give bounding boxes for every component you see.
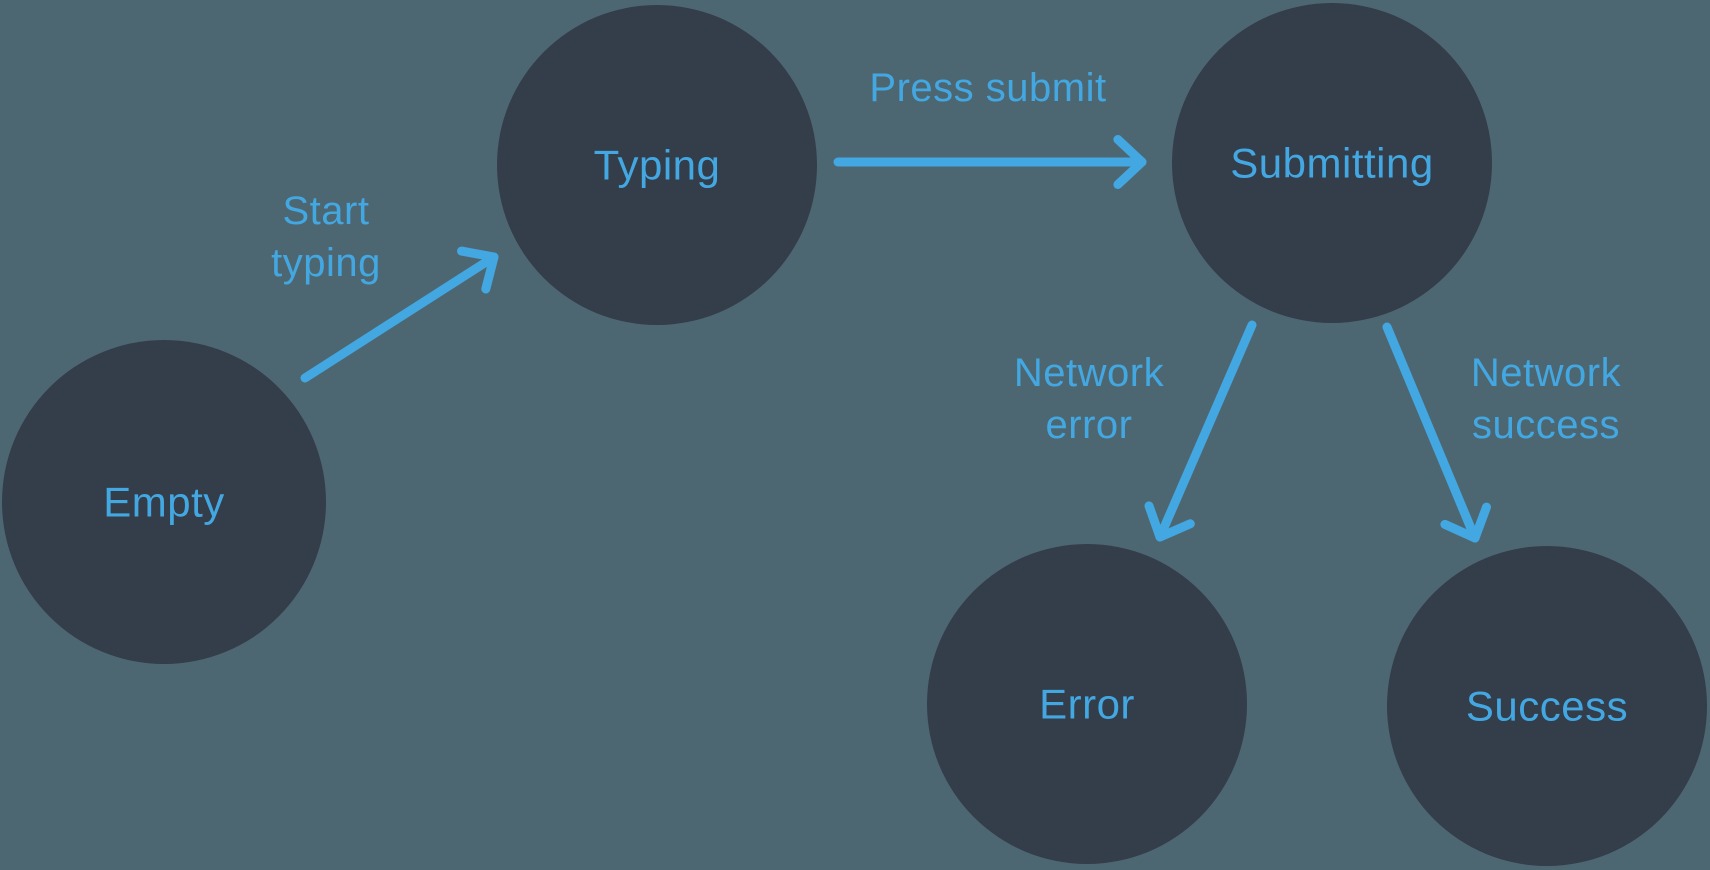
state-node-label-error: Error <box>1039 681 1135 728</box>
state-node-submitting: Submitting <box>1172 3 1492 323</box>
state-node-label-typing: Typing <box>594 142 721 189</box>
transition-label-start-typing-line1: Start <box>283 189 370 233</box>
state-node-error: Error <box>927 544 1247 864</box>
transition-label-start-typing-line2: typing <box>271 241 381 285</box>
state-node-label-submitting: Submitting <box>1230 140 1433 187</box>
state-node-success: Success <box>1387 546 1707 866</box>
state-node-typing: Typing <box>497 5 817 325</box>
state-node-circle-success <box>1387 546 1707 866</box>
transition-network-error: Network error <box>1014 320 1257 542</box>
state-node-circle-empty <box>2 340 326 664</box>
transition-label-network-success-line1: Network <box>1471 351 1622 395</box>
transition-arrowhead-network-success <box>1440 502 1491 543</box>
state-node-label-empty: Empty <box>103 479 225 526</box>
state-node-label-success: Success <box>1466 683 1628 730</box>
transition-arrowhead-start-typing <box>457 246 499 294</box>
transition-arrow-network-error <box>1155 320 1257 542</box>
transition-label-network-success-line2: success <box>1472 403 1620 447</box>
transition-label-press-submit-line1: Press submit <box>869 66 1106 110</box>
transition-label-network-error-line1: Network <box>1014 351 1165 395</box>
transition-press-submit: Press submit <box>833 66 1147 189</box>
transition-label-network-error-line2: error <box>1046 403 1133 447</box>
state-node-circle-error <box>927 544 1247 864</box>
state-node-circle-typing <box>497 5 817 325</box>
transition-arrowhead-network-error <box>1144 501 1195 542</box>
transition-network-success: Network success <box>1382 322 1622 543</box>
transition-arrow-network-success <box>1382 322 1480 543</box>
state-node-empty: Empty <box>2 340 326 664</box>
transition-start-typing: Start typing <box>271 189 499 383</box>
transition-arrow-start-typing <box>300 252 499 383</box>
state-node-circle-submitting <box>1172 3 1492 323</box>
transition-arrowhead-press-submit <box>1113 135 1147 189</box>
